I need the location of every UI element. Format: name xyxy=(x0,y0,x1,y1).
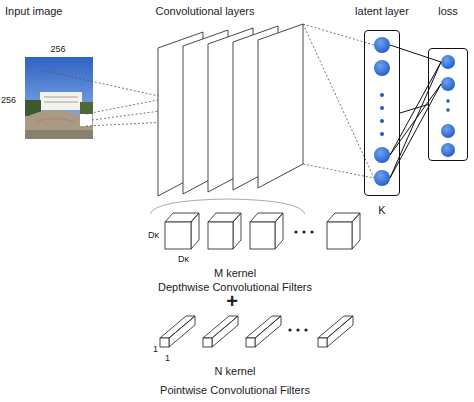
layer-title: latent layer xyxy=(355,5,409,18)
connection-line xyxy=(400,105,428,114)
layer-box: latent layer xyxy=(364,30,400,196)
pointwise-kernels xyxy=(160,316,353,347)
caption-text: Input image xyxy=(5,4,62,18)
caption-text: N kernel xyxy=(215,364,256,378)
caption-text: Convolutional layers xyxy=(155,4,254,18)
caption-text: M kernel xyxy=(214,266,256,280)
latent-neurons xyxy=(374,37,390,186)
bracket xyxy=(150,199,305,214)
ellipsis xyxy=(294,230,313,233)
caption-text: Dκ xyxy=(178,253,189,265)
ellipsis xyxy=(288,328,307,331)
caption-text: 1 xyxy=(165,352,170,364)
caption-text: 256 xyxy=(50,43,65,55)
caption-text: Dκ xyxy=(148,229,159,241)
input-photo xyxy=(25,57,93,139)
caption-text: Pointwise Convolutional Filters xyxy=(160,383,310,397)
caption-text: 256 xyxy=(1,94,16,106)
depthwise-kernels xyxy=(165,213,360,249)
loss-neurons xyxy=(441,55,455,157)
receptive-field-lines xyxy=(40,70,168,126)
conv-planes xyxy=(158,24,303,196)
connection-stroke xyxy=(400,105,428,114)
caption-text: + xyxy=(226,290,238,313)
layer-box: loss xyxy=(428,48,468,161)
layer-title: loss xyxy=(438,5,458,18)
caption-text: 1 xyxy=(153,343,158,355)
caption-text: K xyxy=(378,203,385,217)
dense-connections xyxy=(390,45,441,178)
